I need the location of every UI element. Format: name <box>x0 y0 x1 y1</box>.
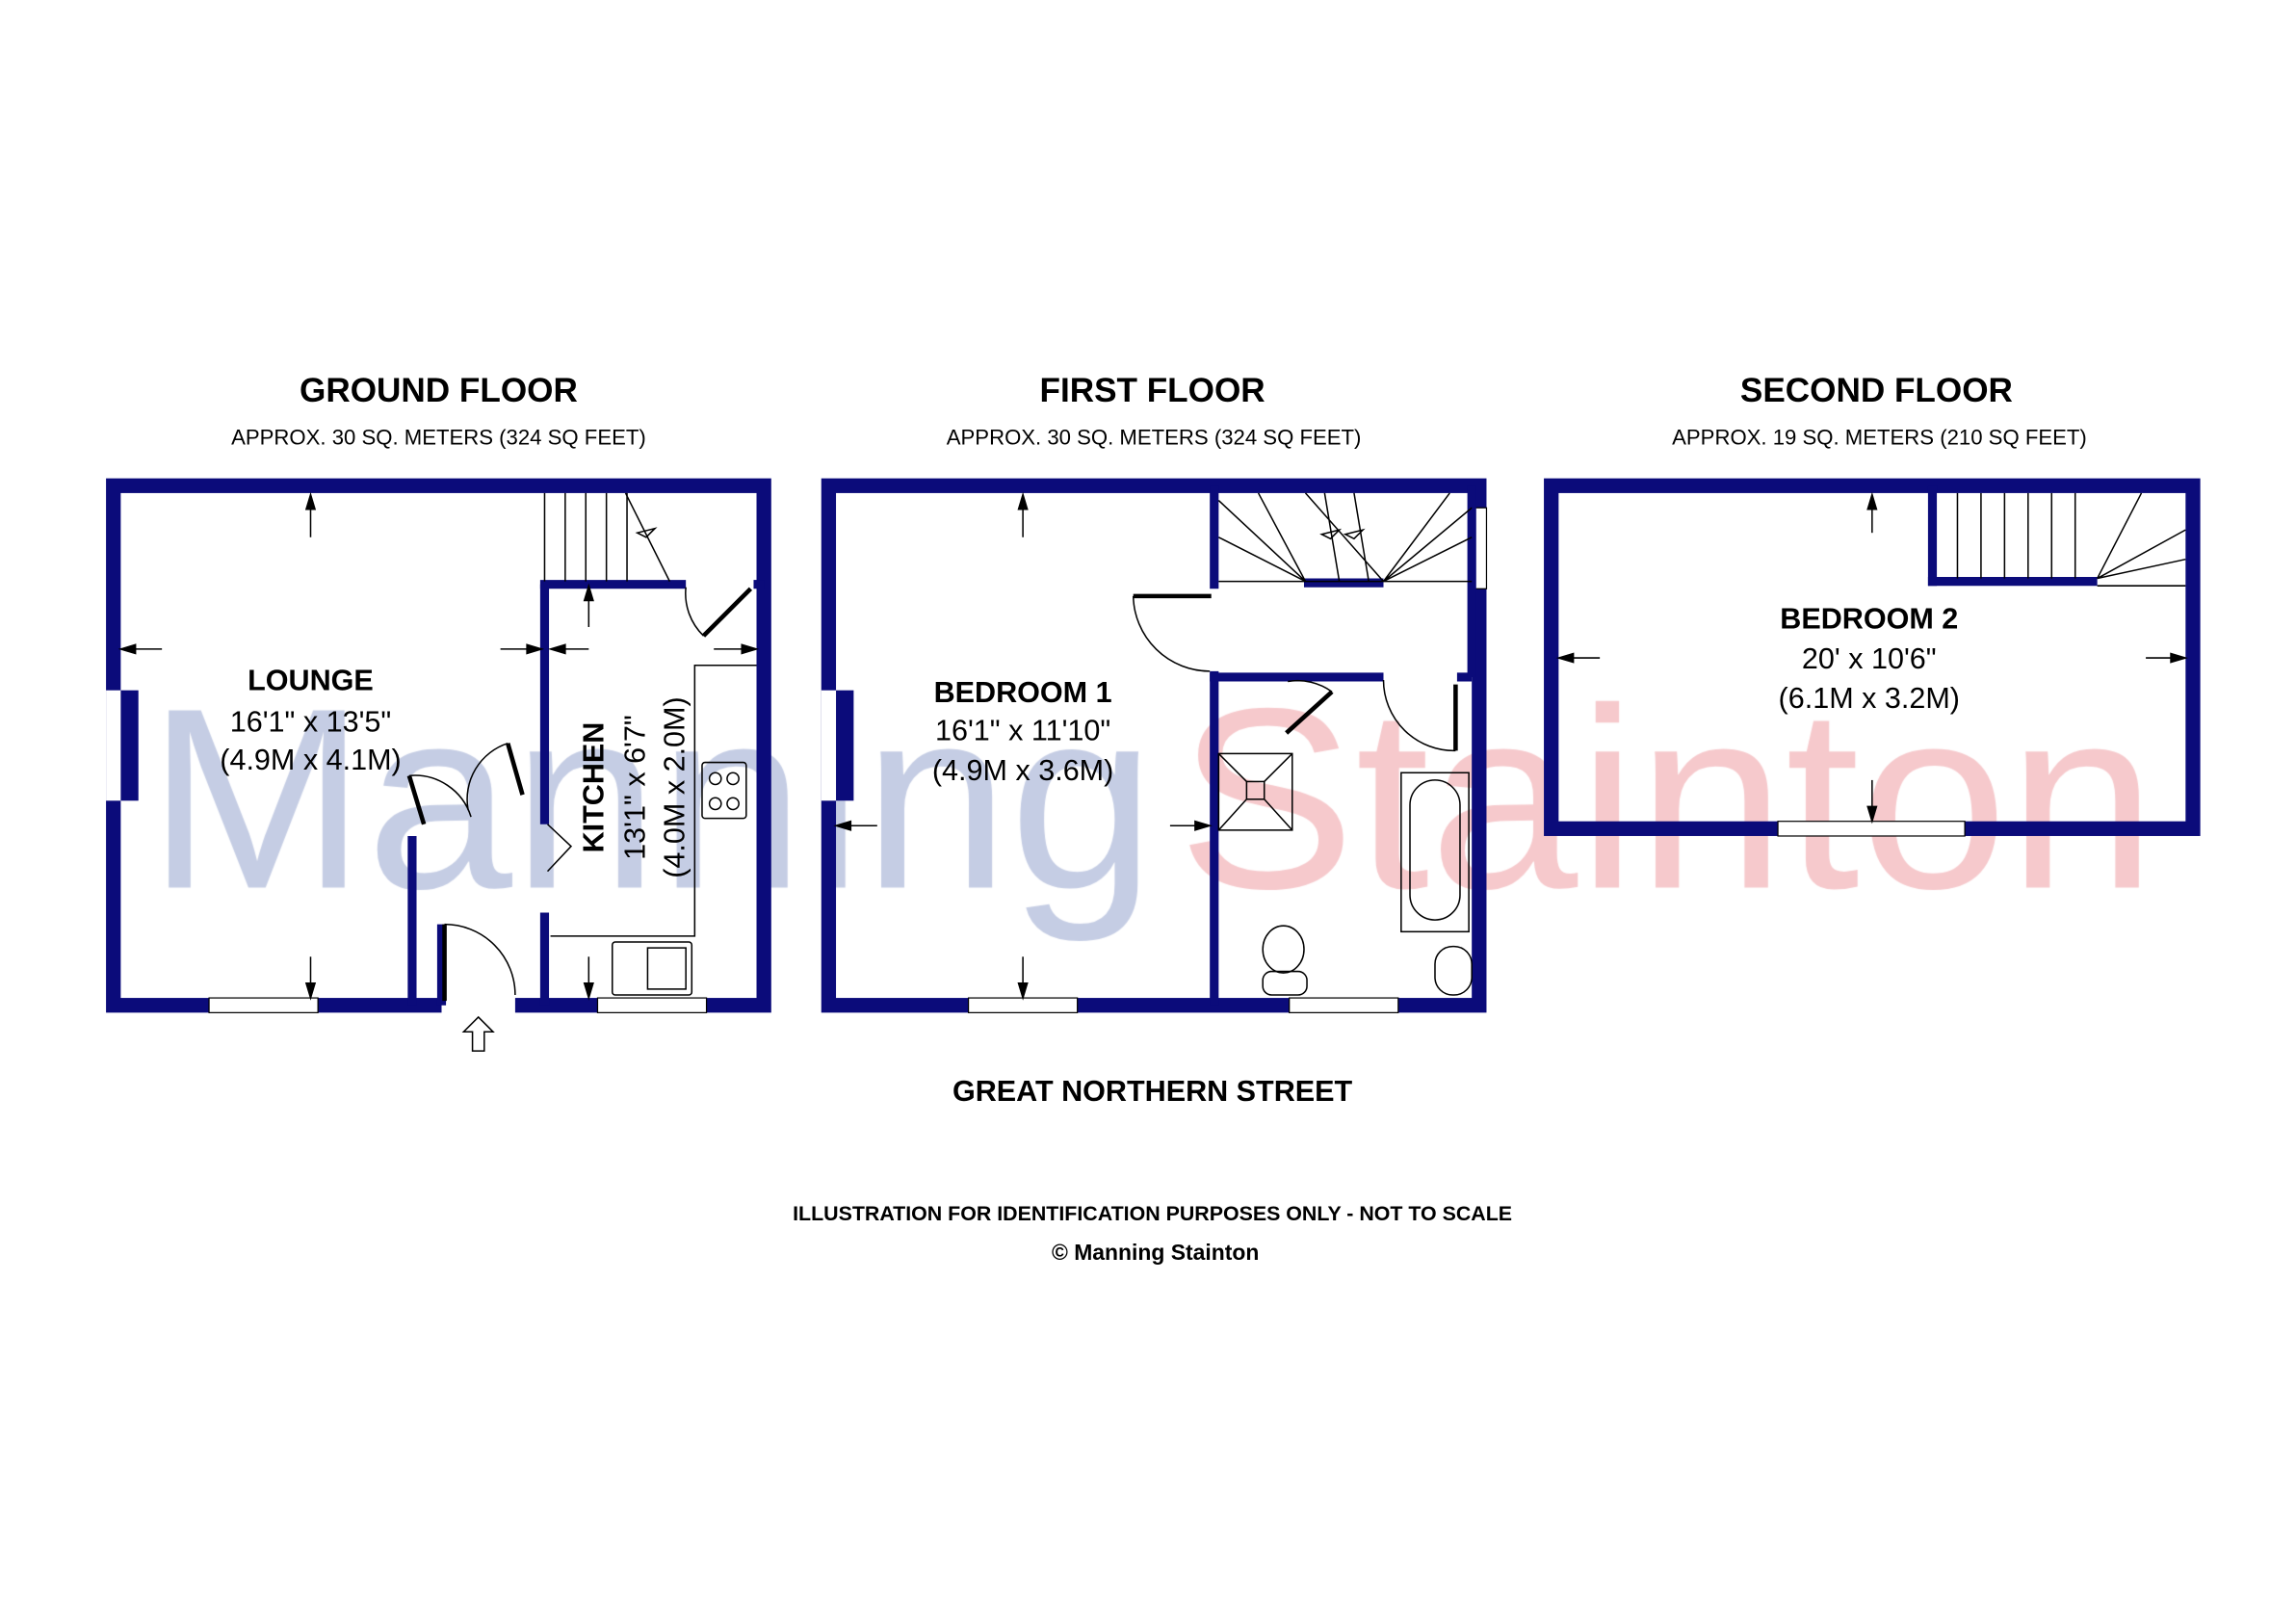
kitchen-metric: (4.0M x 2.0M) <box>659 696 691 877</box>
first-floor-title: FIRST FLOOR <box>1040 372 1265 409</box>
ground-floor-title: GROUND FLOOR <box>300 372 578 409</box>
lounge-label: LOUNGE <box>248 665 374 697</box>
entrance-arrow-icon <box>461 1015 495 1052</box>
lounge-metric: (4.9M x 4.1M) <box>220 744 401 776</box>
street-name: GREAT NORTHERN STREET <box>952 1075 1353 1108</box>
second-floor-area: APPROX. 19 SQ. METERS (210 SQ FEET) <box>1672 425 2087 449</box>
first-floor-area: APPROX. 30 SQ. METERS (324 SQ FEET) <box>947 425 1362 449</box>
second-floor-plan <box>1544 478 2201 837</box>
bedroom2-label: BEDROOM 2 <box>1780 603 1958 636</box>
bedroom1-imperial: 16'1" x 11'10" <box>935 715 1110 747</box>
bedroom2-metric: (6.1M x 3.2M) <box>1779 682 1960 715</box>
kitchen-imperial: 13'1" x 6'7" <box>618 715 651 860</box>
kitchen-label: KITCHEN <box>578 722 611 853</box>
copyright: © Manning Stainton <box>1052 1240 1259 1265</box>
second-floor-title: SECOND FLOOR <box>1740 372 2013 409</box>
first-floor-plan <box>821 478 1488 1013</box>
ground-floor-area: APPROX. 30 SQ. METERS (324 SQ FEET) <box>231 425 646 449</box>
bedroom1-label: BEDROOM 1 <box>934 676 1112 709</box>
bedroom1-metric: (4.9M x 3.6M) <box>932 754 1113 787</box>
disclaimer: ILLUSTRATION FOR IDENTIFICATION PURPOSES… <box>793 1202 1512 1225</box>
lounge-imperial: 16'1" x 13'5" <box>230 705 392 738</box>
ground-floor-plan <box>106 478 771 1052</box>
bedroom2-imperial: 20' x 10'6" <box>1802 642 1937 675</box>
